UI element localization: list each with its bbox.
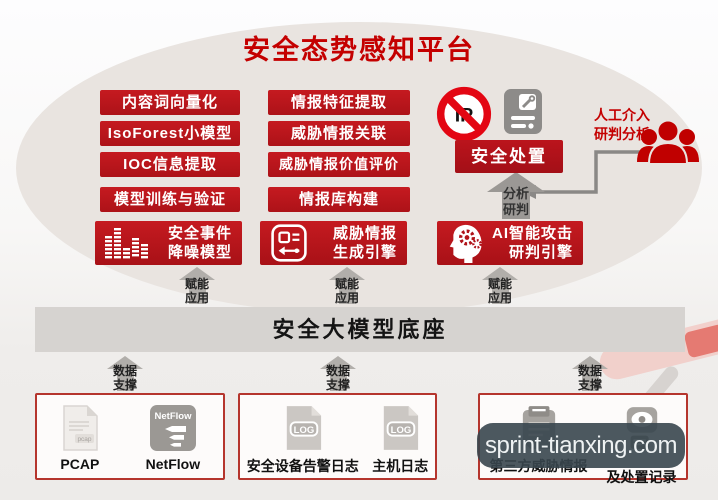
support-label-line1: 数据 <box>112 364 137 378</box>
log-icon-text: LOG <box>391 425 412 436</box>
analysis-up-arrow: 分析 研判 <box>487 172 545 219</box>
source-item-device-alert-log: LOG 安全设备告警日志 <box>247 403 359 476</box>
module-content-vectorization: 内容词向量化 <box>100 90 240 115</box>
module-intel-valuation: 威胁情报价值评价 <box>268 152 410 177</box>
engine-intel-generation: 威胁情报 生成引擎 <box>260 221 407 265</box>
source-box-logs: LOG 安全设备告警日志 LOG 主机日志 <box>238 393 437 480</box>
empower-label-line1: 赋能 <box>184 277 209 291</box>
support-label-line1: 数据 <box>325 364 350 378</box>
netflow-icon: NetFlow <box>149 403 196 453</box>
support-label-line2: 支撑 <box>112 378 137 392</box>
toolbox-clipboard-icon <box>503 86 543 141</box>
source-item-host-log: LOG 主机日志 <box>372 403 428 476</box>
netflow-icon-text: NetFlow <box>154 411 192 422</box>
source-label: NetFlow <box>145 456 201 472</box>
analysis-label-line1: 分析 <box>502 186 529 201</box>
manual-intervention-note: 人工介入 研判分析 <box>594 106 650 144</box>
source-label: 及处置记录 <box>606 469 677 485</box>
engine-label-line2: 研判引擎 <box>508 244 573 261</box>
log-file-icon: LOG <box>283 403 323 453</box>
source-label: PCAP <box>60 456 100 472</box>
log-file-icon: LOG <box>380 403 420 453</box>
module-model-training: 模型训练与验证 <box>100 187 240 212</box>
equalizer-icon <box>105 226 149 260</box>
data-support-arrow-1: 数据 支撑 <box>107 356 143 392</box>
no-ip-prohibit-icon: IP <box>436 86 492 147</box>
support-label-line1: 数据 <box>577 364 602 378</box>
module-intel-feature: 情报特征提取 <box>268 90 410 115</box>
empower-label-line1: 赋能 <box>487 277 512 291</box>
engine-label-line1: AI智能攻击 <box>491 225 573 242</box>
empower-label-line2: 应用 <box>184 291 209 305</box>
pcap-file-icon: pcap <box>60 403 100 453</box>
data-support-arrow-3: 数据 支撑 <box>572 356 608 392</box>
log-icon-text: LOG <box>293 425 314 436</box>
security-llm-base-bar: 安全大模型底座 <box>35 307 685 352</box>
engine-label-line1: 安全事件 <box>167 225 232 242</box>
manual-note-line2: 研判分析 <box>594 126 650 142</box>
engine-label: 安全事件 降噪模型 <box>149 224 242 262</box>
engine-ai-attack-analysis: AI智能攻击 研判引擎 <box>437 221 583 265</box>
support-label-line2: 支撑 <box>325 378 350 392</box>
engine-label: AI智能攻击 研判引擎 <box>487 224 583 262</box>
module-isoforest: IsoForest小模型 <box>100 121 240 146</box>
pcap-icon-text: pcap <box>77 436 91 443</box>
engine-label-line2: 降噪模型 <box>167 244 232 261</box>
engine-noise-reduction: 安全事件 降噪模型 <box>95 221 242 265</box>
engine-label: 威胁情报 生成引擎 <box>308 224 407 262</box>
security-disposal-box: 安全处置 <box>455 140 563 173</box>
module-ioc-extraction: IOC信息提取 <box>100 152 240 177</box>
source-label: 主机日志 <box>372 458 429 474</box>
module-intel-library: 情报库构建 <box>268 187 410 212</box>
ai-brain-head-icon <box>447 222 487 264</box>
engine-label-line1: 威胁情报 <box>332 225 397 242</box>
support-label-line2: 支撑 <box>577 378 602 392</box>
watermark-overlay: sprint-tianxing.com <box>477 423 685 468</box>
analysis-label-line2: 研判 <box>502 202 529 217</box>
empower-label-line2: 应用 <box>487 291 512 305</box>
source-item-netflow: NetFlow NetFlow <box>146 403 200 472</box>
engine-label-line2: 生成引擎 <box>332 244 397 261</box>
module-threat-correlation: 威胁情报关联 <box>268 121 410 146</box>
source-label: 安全设备告警日志 <box>246 458 359 474</box>
source-item-pcap: pcap PCAP <box>60 403 100 472</box>
empower-arrow-1: 赋能 应用 <box>179 267 215 305</box>
analysts-people-icon <box>636 114 700 181</box>
data-support-arrow-2: 数据 支撑 <box>320 356 356 392</box>
empower-arrow-2: 赋能 应用 <box>329 267 365 305</box>
intel-document-icon <box>270 224 308 262</box>
manual-note-line1: 人工介入 <box>594 107 650 123</box>
empower-label-line1: 赋能 <box>334 277 359 291</box>
empower-arrow-3: 赋能 应用 <box>482 267 518 305</box>
source-box-network-data: pcap PCAP NetFlow NetFlow <box>35 393 225 480</box>
empower-label-line2: 应用 <box>334 291 359 305</box>
page-title: 安全态势感知平台 <box>243 35 475 65</box>
